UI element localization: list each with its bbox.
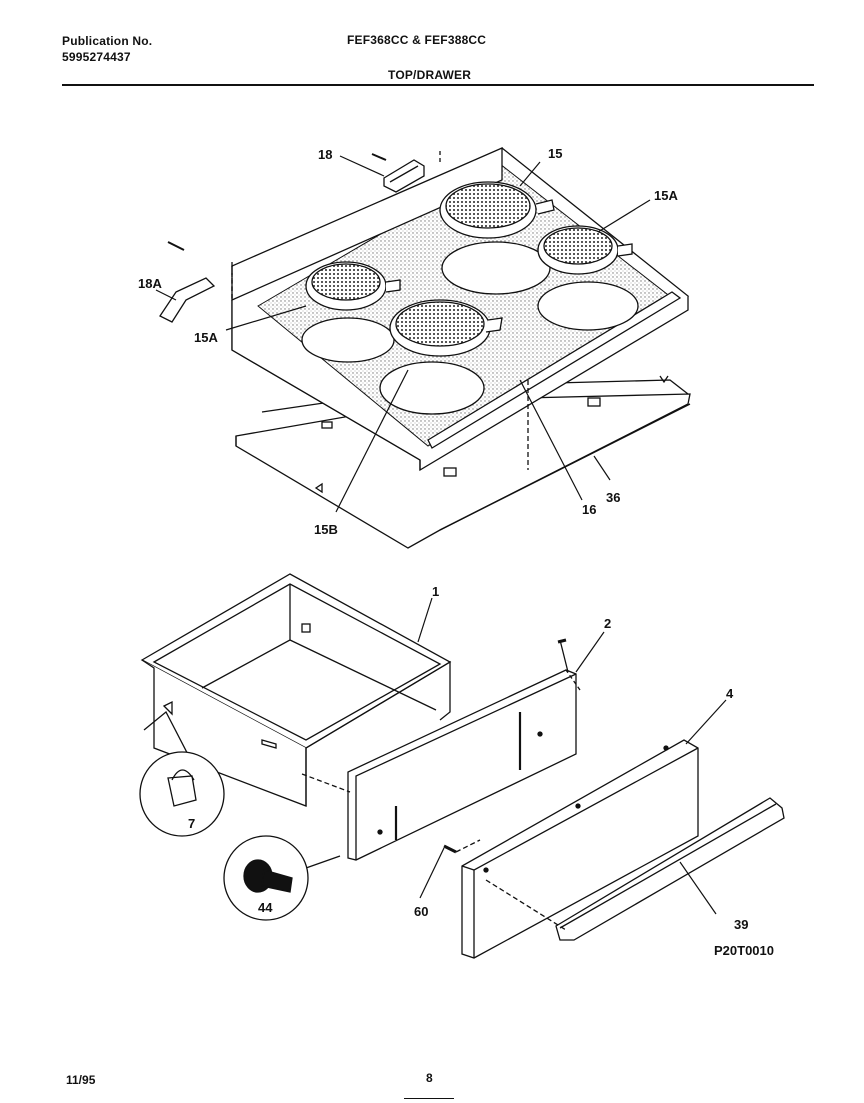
drawer-body-part-1[interactable] bbox=[140, 573, 452, 807]
detail-circle-part-44[interactable] bbox=[223, 835, 341, 921]
bracket-part-18[interactable] bbox=[371, 153, 425, 193]
drawing-code: P20T0010 bbox=[714, 943, 774, 958]
burner-element-part-15a-right[interactable] bbox=[537, 225, 633, 275]
burner-element-part-15a-left[interactable] bbox=[305, 261, 401, 311]
callout-7: 7 bbox=[188, 816, 195, 831]
drawer-front-part-4[interactable] bbox=[461, 739, 699, 959]
drawer-handle-part-39[interactable] bbox=[555, 797, 785, 941]
callout-60: 60 bbox=[414, 904, 428, 919]
callout-labels: 18 18A 15 15A 15A 15B 16 36 1 2 4 7 44 6… bbox=[138, 146, 774, 958]
callout-18: 18 bbox=[318, 147, 332, 162]
callout-44: 44 bbox=[258, 900, 273, 915]
section-title: TOP/DRAWER bbox=[388, 68, 472, 82]
model-numbers: FEF368CC & FEF388CC bbox=[347, 33, 487, 47]
callout-16: 16 bbox=[582, 502, 596, 517]
callout-1: 1 bbox=[432, 584, 439, 599]
callout-4: 4 bbox=[726, 686, 734, 701]
callout-15a-right: 15A bbox=[654, 188, 678, 203]
bracket-part-18a[interactable] bbox=[159, 241, 216, 323]
callout-2: 2 bbox=[604, 616, 611, 631]
publication-number: 5995274437 bbox=[62, 50, 131, 64]
header-rule bbox=[62, 84, 814, 86]
callout-15b: 15B bbox=[314, 522, 338, 537]
callout-39: 39 bbox=[734, 917, 748, 932]
page-number: 8 bbox=[426, 1071, 433, 1085]
footer-date: 11/95 bbox=[66, 1073, 96, 1087]
drawer-panel-part-2[interactable] bbox=[347, 638, 577, 861]
footer-rule bbox=[404, 1098, 454, 1099]
callout-15: 15 bbox=[548, 146, 562, 161]
leader-lines bbox=[155, 155, 727, 915]
cooktop-assembly bbox=[159, 147, 691, 549]
publication-label: Publication No. bbox=[62, 34, 153, 48]
burner-element-part-15b[interactable] bbox=[389, 299, 503, 357]
drawer-assembly bbox=[139, 573, 785, 959]
callout-15a-left: 15A bbox=[194, 330, 218, 345]
burner-element-part-15[interactable] bbox=[439, 181, 555, 239]
screw-part-60[interactable] bbox=[443, 844, 457, 854]
callout-36: 36 bbox=[606, 490, 620, 505]
detail-circle-part-7[interactable] bbox=[139, 710, 225, 837]
callout-18a: 18A bbox=[138, 276, 162, 291]
